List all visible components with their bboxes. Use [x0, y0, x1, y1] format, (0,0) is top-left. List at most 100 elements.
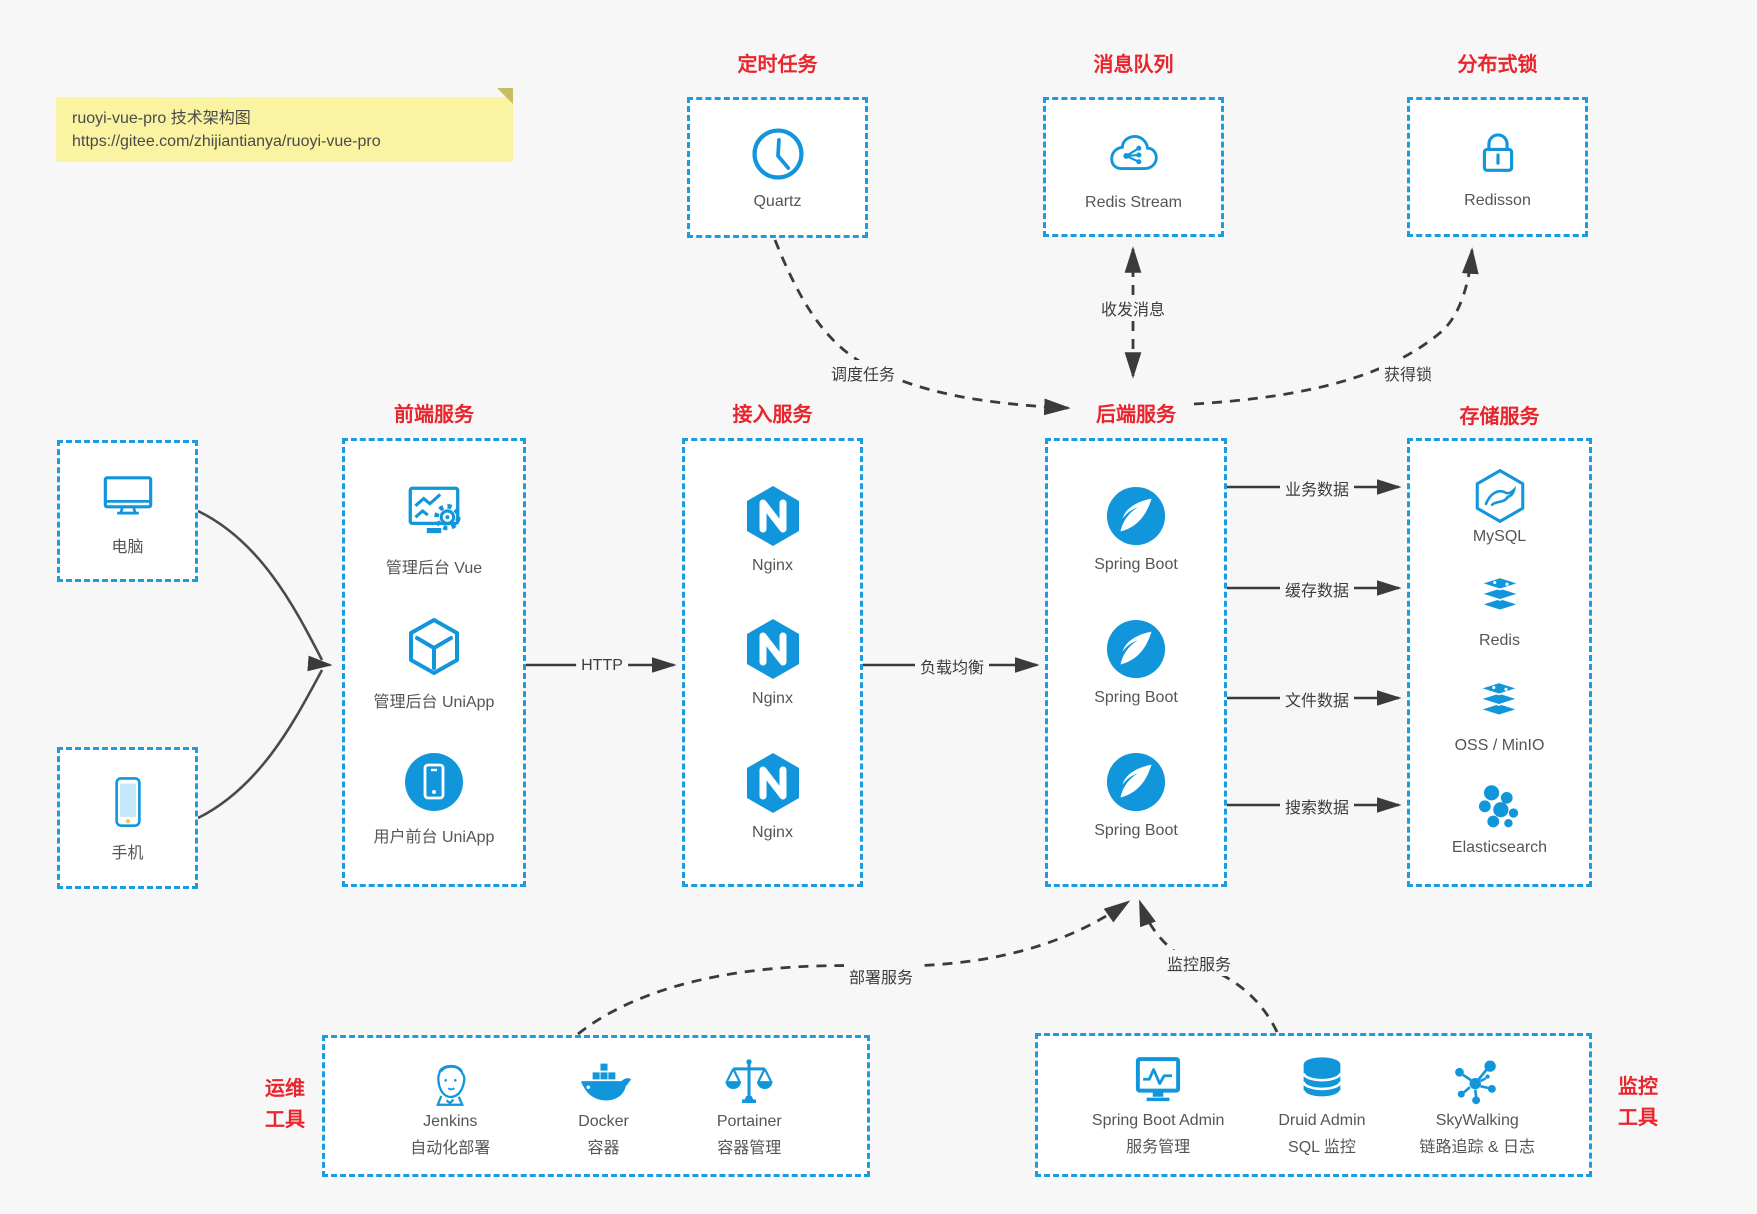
- edge-label-schedule-task: 调度任务: [825, 360, 901, 386]
- mobile-app-icon: [402, 750, 466, 814]
- portainer-sublabel: 容器管理: [717, 1140, 782, 1157]
- edge-label-http: HTTP: [576, 656, 628, 676]
- title-storage-services: 存储服务: [1459, 406, 1540, 428]
- oss-minio-item: OSS / MinIO: [1454, 677, 1545, 755]
- mysql-icon: [1472, 468, 1528, 524]
- title-distributed-lock: 分布式锁: [1457, 54, 1538, 76]
- redis-stack-icon: [1471, 677, 1527, 733]
- desktop-icon: [99, 466, 157, 524]
- phone-client-label: 手机: [111, 844, 144, 862]
- title-scheduled-task: 定时任务: [737, 54, 818, 76]
- nginx-label: Nginx: [752, 823, 793, 841]
- spring-boot-label: Spring Boot: [1094, 822, 1178, 839]
- frontend-item-label: 管理后台 UniApp: [373, 694, 495, 711]
- skywalking-label: SkyWalking: [1435, 1112, 1519, 1129]
- title-backend-services: 后端服务: [1096, 404, 1176, 426]
- quartz-box: Quartz: [687, 97, 868, 238]
- jenkins-label: Jenkins: [423, 1113, 478, 1130]
- elasticsearch-item: Elasticsearch: [1452, 781, 1547, 857]
- edge-clients-arrow: [307, 655, 333, 672]
- backend-services-box: Spring Boot Spring Boot Spring Boot: [1045, 438, 1227, 887]
- jenkins-item: Jenkins 自动化部署: [410, 1054, 490, 1158]
- redis-item: Redis: [1472, 572, 1528, 650]
- nginx-icon: [741, 484, 805, 548]
- monitor-pulse-icon: [1130, 1053, 1186, 1109]
- redisson-label: Redisson: [1464, 191, 1531, 209]
- frontend-services-box: 管理后台 Vue 管理后台 UniApp 用户前台 UniApp: [342, 438, 526, 887]
- redis-label: Redis: [1479, 632, 1520, 650]
- ops-tools-title-line2: 工具: [265, 1109, 305, 1131]
- nginx-icon: [741, 751, 805, 815]
- druid-admin-item: Druid Admin SQL 监控: [1278, 1053, 1366, 1157]
- admin-dashboard-icon: [401, 479, 467, 545]
- edge-label-file-data: 文件数据: [1279, 686, 1355, 712]
- nginx-item: Nginx: [741, 751, 805, 842]
- edge-label-send-receive-message: 收发消息: [1095, 295, 1171, 321]
- title-message-queue: 消息队列: [1093, 54, 1174, 76]
- edge-schedule-task-line: [773, 239, 1071, 416]
- edge-label-cache-data: 缓存数据: [1279, 576, 1355, 602]
- edge-label-search-data: 搜索数据: [1279, 793, 1355, 819]
- sticky-note: ruoyi-vue-pro 技术架构图 https://gitee.com/zh…: [56, 88, 513, 162]
- ops-tools-title-line1: 运维: [265, 1078, 305, 1100]
- portainer-scales-icon: [721, 1054, 777, 1110]
- spring-boot-label: Spring Boot: [1094, 556, 1178, 573]
- monitor-tools-title-line1: 监控: [1618, 1076, 1658, 1098]
- smartphone-icon: [100, 774, 156, 830]
- database-icon: [1294, 1053, 1350, 1109]
- jenkins-sublabel: 自动化部署: [410, 1140, 491, 1157]
- nginx-label: Nginx: [752, 690, 793, 707]
- elasticsearch-label: Elasticsearch: [1451, 839, 1548, 857]
- skywalking-item: SkyWalking 链路追踪 & 日志: [1419, 1053, 1535, 1157]
- spring-boot-icon: [1105, 751, 1167, 813]
- frontend-item-admin-vue: 管理后台 Vue: [386, 479, 482, 578]
- druid-admin-label: Druid Admin: [1278, 1112, 1366, 1129]
- note-url: https://gitee.com/zhijiantianya/ruoyi-vu…: [72, 133, 381, 150]
- edge-phone-to-frontend: [197, 669, 324, 820]
- redis-stream-label: Redis Stream: [1085, 193, 1182, 211]
- frontend-item-label: 用户前台 UniApp: [373, 828, 495, 846]
- nginx-icon: [741, 617, 805, 681]
- frontend-item-label: 管理后台 Vue: [385, 559, 483, 577]
- pc-client-box: 电脑: [57, 440, 198, 582]
- edge-label-acquire-lock: 获得锁: [1378, 360, 1438, 386]
- spring-boot-item: Spring Boot: [1094, 618, 1178, 707]
- portainer-item: Portainer 容器管理: [717, 1054, 782, 1158]
- lock-icon: [1469, 125, 1527, 183]
- clock-icon: [748, 124, 808, 184]
- redis-stream-box: Redis Stream: [1043, 97, 1224, 237]
- jenkins-icon: [422, 1054, 478, 1110]
- spring-boot-item: Spring Boot: [1094, 751, 1178, 840]
- spring-boot-label: Spring Boot: [1094, 689, 1178, 706]
- nginx-label: Nginx: [752, 556, 793, 574]
- spring-boot-admin-item: Spring Boot Admin 服务管理: [1091, 1053, 1225, 1157]
- docker-icon: [576, 1054, 632, 1110]
- spring-boot-item: Spring Boot: [1094, 485, 1178, 574]
- topology-icon: [1449, 1053, 1505, 1109]
- edge-label-deploy-service: 部署服务: [843, 963, 919, 989]
- edge-label-load-balance: 负载均衡: [914, 653, 990, 679]
- docker-label: Docker: [578, 1113, 629, 1130]
- nginx-item: Nginx: [741, 484, 805, 575]
- docker-item: Docker 容器: [576, 1054, 632, 1158]
- elasticsearch-icon: [1473, 781, 1527, 835]
- quartz-label: Quartz: [753, 193, 802, 210]
- redis-stack-icon: [1472, 572, 1528, 628]
- frontend-item-user-uniapp: 用户前台 UniApp: [373, 750, 495, 847]
- spring-boot-admin-label: Spring Boot Admin: [1091, 1112, 1225, 1129]
- mysql-item: MySQL: [1472, 468, 1528, 546]
- ops-tools-title: 运维 工具: [249, 1074, 321, 1136]
- uniapp-cube-icon: [402, 615, 466, 679]
- portainer-label: Portainer: [716, 1113, 782, 1130]
- monitor-tools-box: Spring Boot Admin 服务管理 Druid Admin SQL 监…: [1035, 1033, 1592, 1177]
- note-title: ruoyi-vue-pro 技术架构图: [72, 110, 251, 127]
- monitor-tools-title: 监控 工具: [1602, 1072, 1674, 1134]
- frontend-item-admin-uniapp: 管理后台 UniApp: [373, 615, 495, 712]
- skywalking-sublabel: 链路追踪 & 日志: [1419, 1139, 1536, 1156]
- pc-client-label: 电脑: [111, 538, 144, 556]
- ops-tools-box: Jenkins 自动化部署 Docker 容器 Portainer 容器管理: [322, 1035, 870, 1177]
- edge-pc-to-frontend: [197, 509, 324, 661]
- oss-minio-label: OSS / MinIO: [1454, 736, 1545, 754]
- spring-boot-icon: [1105, 618, 1167, 680]
- mysql-label: MySQL: [1472, 527, 1527, 545]
